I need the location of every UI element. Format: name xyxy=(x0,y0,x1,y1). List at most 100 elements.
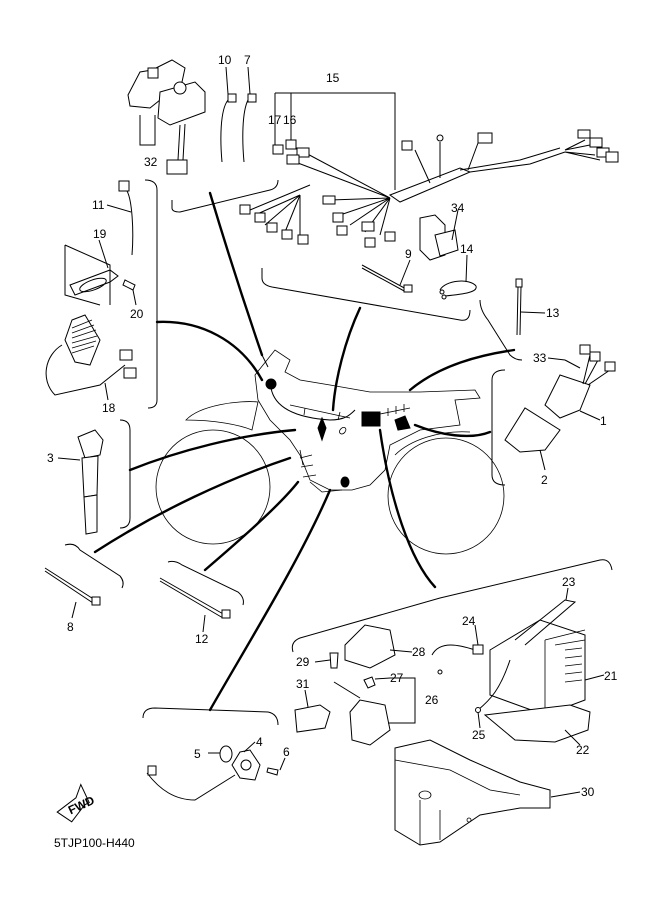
part-13-cable-tie[interactable] xyxy=(515,278,523,336)
callout-20: 20 xyxy=(130,307,144,321)
part-7-cable-tie[interactable] xyxy=(242,93,257,163)
leader-4-group xyxy=(208,488,332,712)
callout-line-19 xyxy=(98,239,109,269)
leader-3-group xyxy=(128,428,297,472)
bracket-12 xyxy=(167,560,244,606)
callout-33: 33 xyxy=(533,351,547,365)
part-28-cover[interactable] xyxy=(344,624,396,669)
part-12-cable-tie[interactable] xyxy=(159,577,231,619)
ignition-marker xyxy=(265,378,277,390)
cdi-marker xyxy=(361,411,381,427)
callout-22: 22 xyxy=(576,743,590,757)
motorcycle-outline xyxy=(155,349,505,555)
leader-8-group xyxy=(93,456,292,554)
callout-12: 12 xyxy=(195,632,209,646)
callout-3: 3 xyxy=(47,451,54,465)
part-4-sensor[interactable] xyxy=(146,749,261,801)
screw-to-relay-line xyxy=(333,681,361,699)
callout-23: 23 xyxy=(562,575,576,589)
leader-32-arrow xyxy=(261,354,269,368)
fwd-arrow-icon xyxy=(56,783,90,823)
callout-line-9 xyxy=(399,259,411,286)
bracket-13 xyxy=(479,299,523,361)
part-33-lead[interactable] xyxy=(564,359,581,369)
part-22-battery-tray[interactable] xyxy=(483,704,591,743)
bracket-cdi xyxy=(491,369,506,486)
callout-line-26-27 xyxy=(374,677,416,724)
rear-wheel xyxy=(387,437,505,555)
part-3-ignition-coil[interactable] xyxy=(77,429,104,535)
callout-line-1 xyxy=(579,410,601,421)
callout-line-4 xyxy=(243,741,256,753)
callout-17: 17 xyxy=(268,113,282,127)
callout-4: 4 xyxy=(256,735,263,749)
callout-line-32 xyxy=(139,115,156,146)
leader-harness-group xyxy=(331,306,362,412)
leader-12-group xyxy=(203,480,300,572)
callout-line-13 xyxy=(520,311,546,314)
front-wheel xyxy=(155,429,271,545)
bracket-left xyxy=(144,179,158,409)
callout-line-7 xyxy=(247,66,251,95)
callout-line-30 xyxy=(550,791,581,798)
callout-line-2 xyxy=(539,449,546,471)
part-31-connector[interactable] xyxy=(294,704,331,733)
callout-line-31 xyxy=(304,689,309,708)
callout-line-33 xyxy=(547,357,566,361)
bracket-8 xyxy=(64,543,124,589)
callout-18: 18 xyxy=(102,401,116,415)
callout-line-11 xyxy=(106,204,132,213)
part-20-bolt[interactable] xyxy=(122,279,136,291)
part-2-cdi-cover[interactable] xyxy=(504,407,561,453)
callout-8: 8 xyxy=(67,620,74,634)
front-fender xyxy=(185,401,259,431)
callout-24: 24 xyxy=(462,614,476,628)
callout-5: 5 xyxy=(194,747,201,761)
part-32-main-switch[interactable] xyxy=(127,59,206,175)
leader-left-group xyxy=(155,320,264,382)
callout-14: 14 xyxy=(460,242,474,256)
callout-32: 32 xyxy=(144,155,158,169)
part-9-cable-tie[interactable] xyxy=(361,264,413,293)
callout-30: 30 xyxy=(581,785,595,799)
part-11-cable-tie[interactable] xyxy=(118,180,134,256)
callout-line-3 xyxy=(57,457,81,461)
callout-line-14 xyxy=(465,254,468,283)
part-15-wire-harness[interactable] xyxy=(239,129,619,248)
callout-line-25 xyxy=(477,711,481,729)
harness-clips xyxy=(289,404,351,421)
callout-7: 7 xyxy=(244,53,251,67)
part-14-lead-wire[interactable] xyxy=(439,280,477,300)
leader-cdi-group xyxy=(413,423,492,438)
part-23-battery-band[interactable] xyxy=(514,599,577,646)
part-29-screw[interactable] xyxy=(329,652,339,669)
part-18-rectifier-regulator[interactable] xyxy=(45,314,137,396)
callout-line-34 xyxy=(451,209,459,241)
part-19-bracket[interactable] xyxy=(69,269,119,296)
callout-26: 26 xyxy=(425,693,439,707)
part-6-bolt[interactable] xyxy=(266,767,279,776)
part-5-o-ring[interactable] xyxy=(219,745,233,763)
part-27-fuse[interactable] xyxy=(363,676,376,689)
part-30-battery-box[interactable] xyxy=(394,739,551,846)
callout-line-23 xyxy=(565,587,569,601)
callout-line-21 xyxy=(584,674,605,681)
part-8-cable-tie[interactable] xyxy=(44,567,101,606)
bracket-19-frame xyxy=(64,244,111,306)
callout-line-18 xyxy=(104,382,109,401)
callout-line-12 xyxy=(202,614,206,633)
bracket-coil xyxy=(119,419,131,529)
part-1-cdi-unit[interactable] xyxy=(544,344,616,419)
callout-line-15 xyxy=(274,92,396,190)
callout-9: 9 xyxy=(405,247,412,261)
callout-11: 11 xyxy=(92,198,105,212)
callout-2: 2 xyxy=(541,473,548,487)
part-26-starter-relay[interactable] xyxy=(349,699,391,746)
rectifier-marker xyxy=(394,415,411,431)
frame-clips xyxy=(299,449,317,478)
callout-1: 1 xyxy=(600,414,607,428)
part-10-cable-tie[interactable] xyxy=(220,93,237,163)
callout-line-20 xyxy=(132,289,137,306)
part-24-lead[interactable] xyxy=(431,644,484,675)
